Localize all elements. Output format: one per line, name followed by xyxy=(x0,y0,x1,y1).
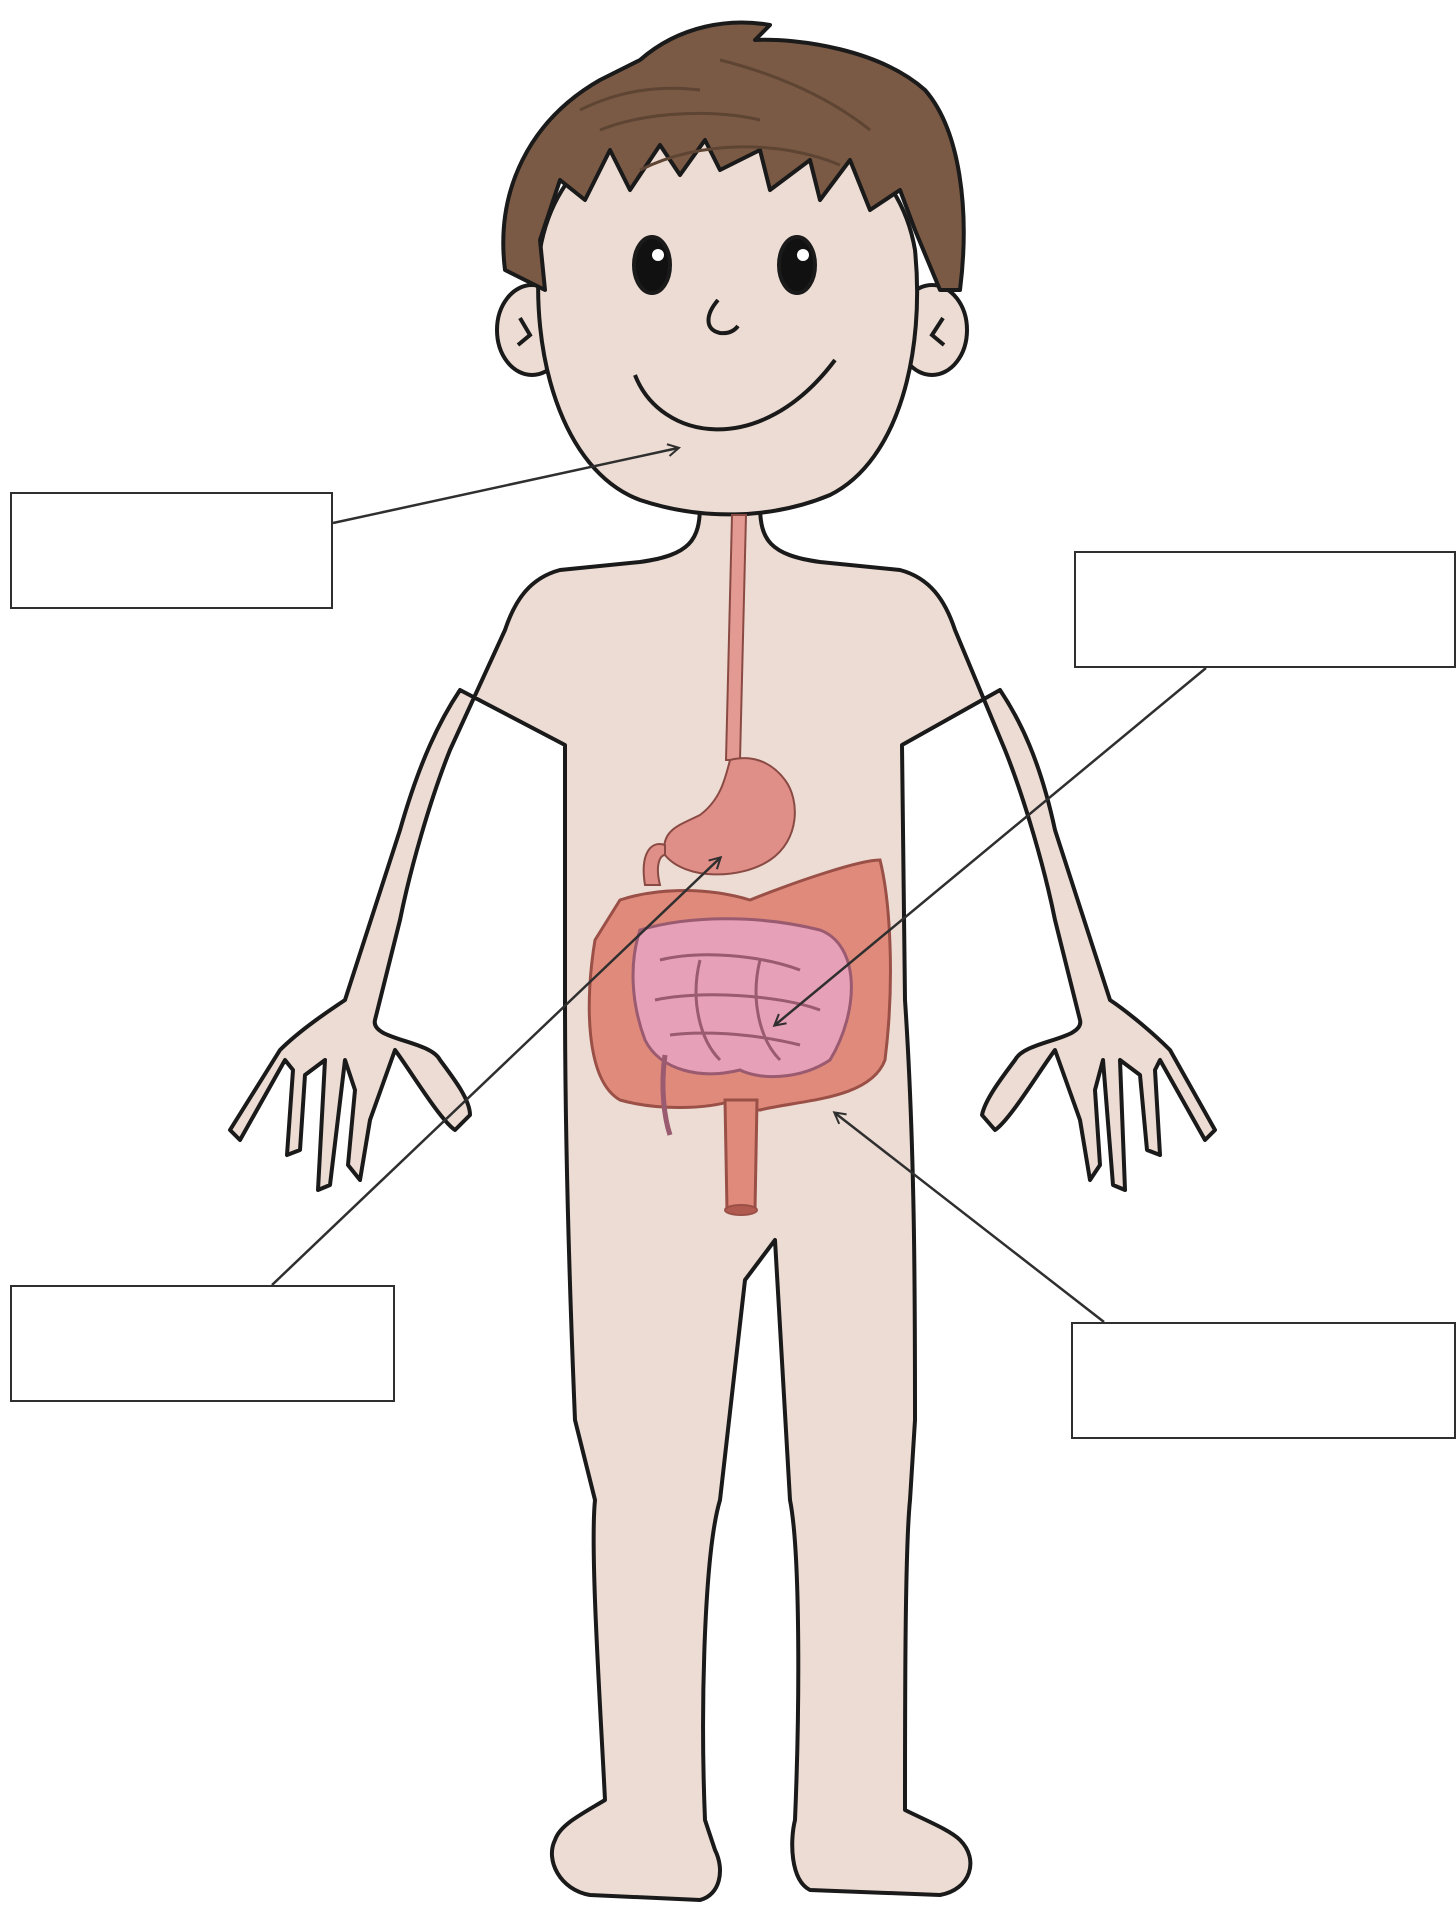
right-eye xyxy=(779,237,815,293)
rectum xyxy=(725,1100,757,1210)
label-box-mouth[interactable] xyxy=(10,492,333,609)
label-box-small-intestine[interactable] xyxy=(1074,551,1456,668)
left-eye xyxy=(634,237,670,293)
label-box-stomach[interactable] xyxy=(10,1285,395,1402)
body-silhouette xyxy=(230,505,1215,1900)
label-box-large-intestine[interactable] xyxy=(1071,1322,1456,1439)
